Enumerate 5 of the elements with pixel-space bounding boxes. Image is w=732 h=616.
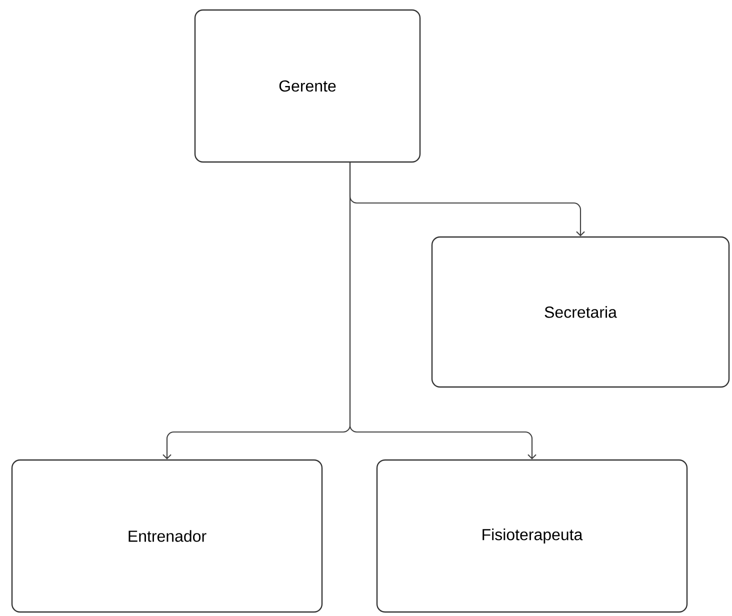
connector-arrow <box>349 162 536 460</box>
role-box: Gerente <box>194 9 421 163</box>
role-box: Secretaria <box>431 236 730 388</box>
role-box: Fisioterapeuta <box>376 459 688 613</box>
role-box: Entrenador <box>11 459 323 613</box>
